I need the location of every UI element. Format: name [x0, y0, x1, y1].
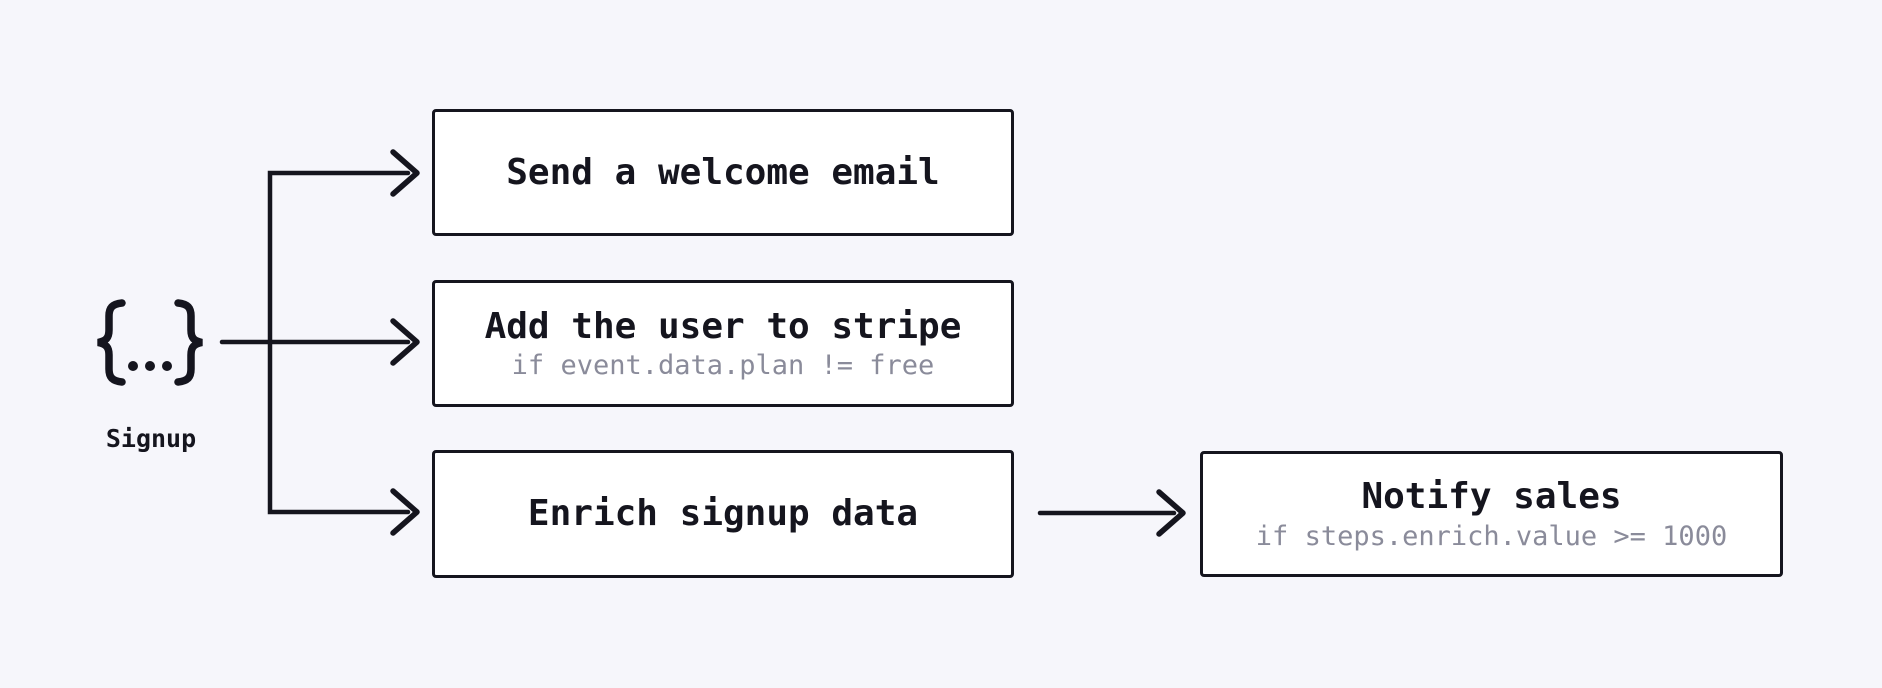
event-label-signup: Signup — [105, 424, 197, 453]
edge-signup-to-send-welcome-email — [267, 149, 420, 345]
node-title: Enrich signup data — [527, 493, 919, 535]
json-event-payload-icon — [97, 299, 203, 386]
node-title: Send a welcome email — [506, 151, 940, 193]
node-send-welcome-email: Send a welcome email — [432, 109, 1014, 236]
node-notify-sales: Notify sales if steps.enrich.value >= 10… — [1200, 451, 1783, 577]
node-condition: if steps.enrich.value >= 1000 — [1255, 520, 1728, 552]
node-title: Add the user to stripe — [484, 305, 962, 347]
edge-enrich-signup-data-to-notify-sales — [1037, 489, 1186, 537]
node-add-user-to-stripe: Add the user to stripe if event.data.pla… — [432, 280, 1014, 407]
ellipsis-dots-icon — [128, 361, 172, 371]
arrowhead-icon — [390, 318, 420, 366]
right-brace-icon — [174, 299, 203, 386]
edge-signup-to-add-user-to-stripe — [219, 318, 420, 366]
edge-signup-to-enrich-signup-data — [267, 339, 420, 536]
node-title: Notify sales — [1361, 476, 1622, 518]
node-enrich-signup-data: Enrich signup data — [432, 450, 1014, 578]
arrowhead-icon — [1156, 489, 1186, 537]
left-brace-icon — [97, 299, 126, 386]
arrowhead-icon — [390, 149, 420, 197]
node-condition: if event.data.plan != free — [511, 350, 935, 382]
arrowhead-icon — [390, 488, 420, 536]
